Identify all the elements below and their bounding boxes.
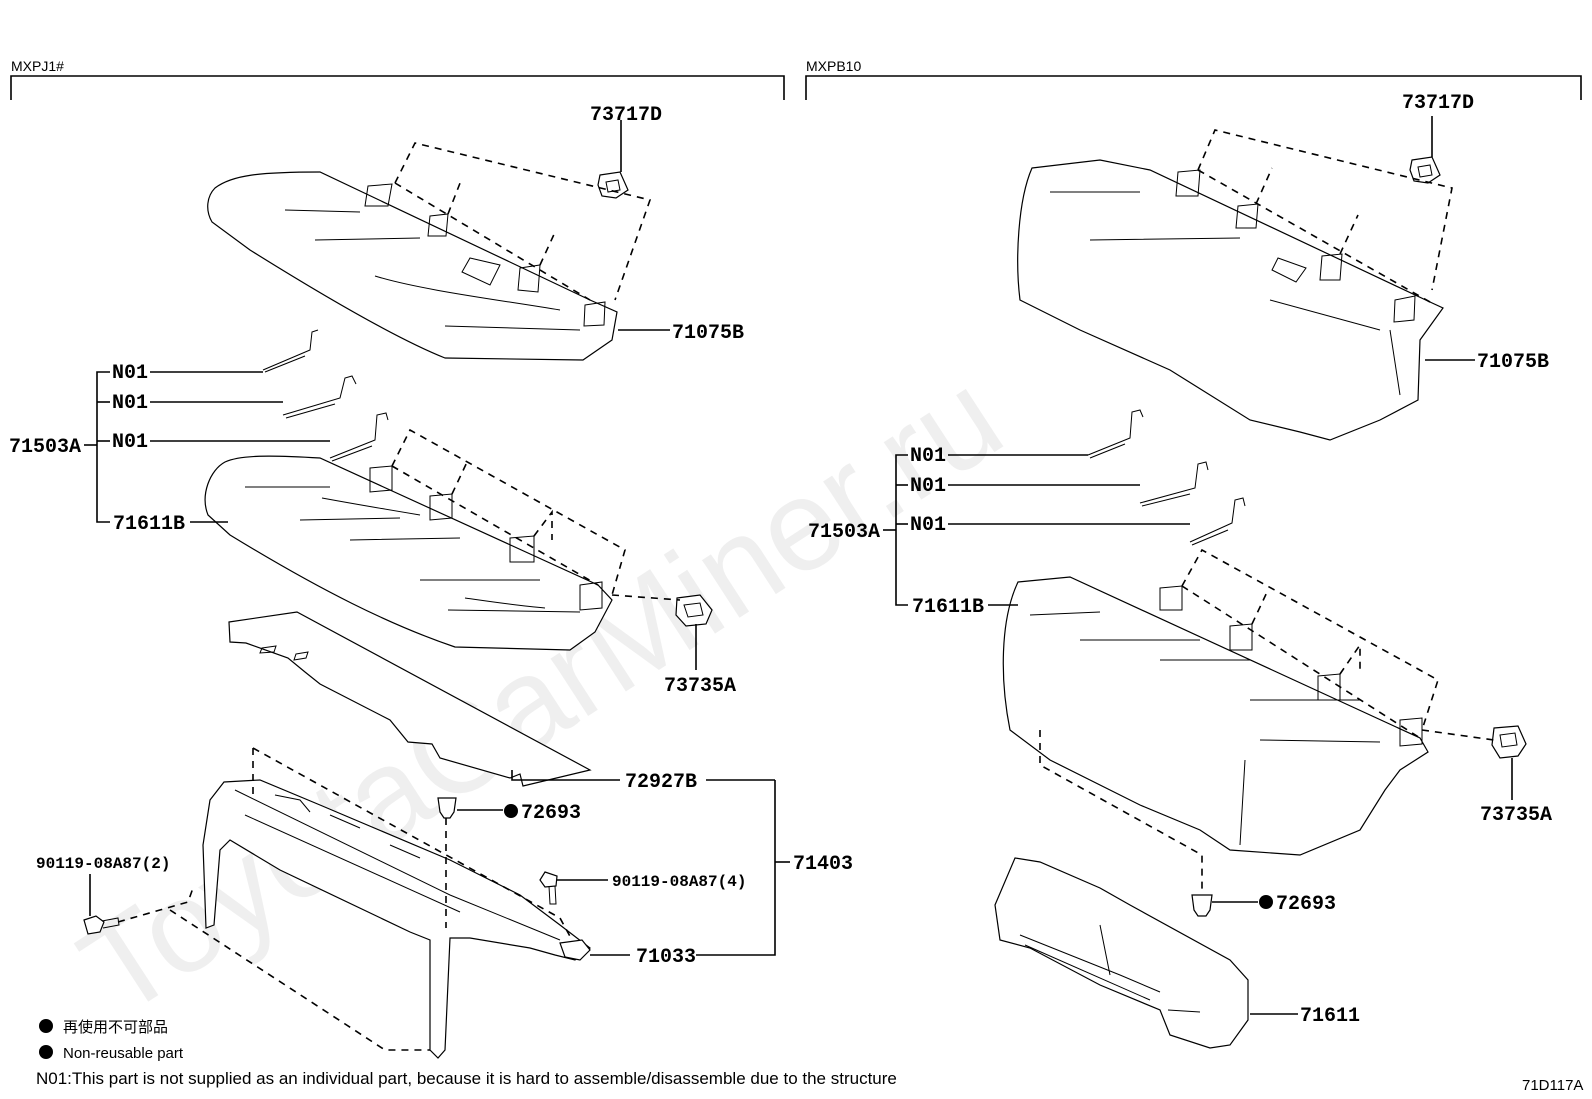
footnote: N01:This part is not supplied as an indi… <box>36 1069 897 1088</box>
label-n01-c-right: N01 <box>910 514 946 537</box>
label-n01-b-left: N01 <box>112 392 148 415</box>
legend-text-jp: 再使用不可部品 <box>63 1019 168 1036</box>
non-reusable-mark-72693-right <box>1259 895 1273 909</box>
wire-n01-a-right <box>1087 409 1144 459</box>
leaders-left <box>84 120 790 956</box>
clip-72693-left <box>437 797 457 819</box>
label-73717D-left: 73717D <box>590 104 662 127</box>
label-72927B-left: 72927B <box>625 771 697 794</box>
hook-73717D-left <box>597 171 629 199</box>
seat-back-cover-right <box>1017 159 1444 441</box>
wire-n01-b-left <box>282 375 357 419</box>
label-90119-2-left: 90119-08A87(2) <box>36 855 170 873</box>
label-72693-right: 72693 <box>1276 893 1336 916</box>
label-71403-left: 71403 <box>793 853 853 876</box>
seat-cushion-pad-right <box>1002 576 1429 856</box>
clip-72693-right <box>1191 894 1213 917</box>
label-71075B-right: 71075B <box>1477 351 1549 374</box>
section-label-right: MXPB10 <box>806 58 861 74</box>
section-label-left: MXPJ1# <box>11 58 64 74</box>
section-bracket-left: MXPJ1# <box>10 58 785 100</box>
label-90119-4-left: 90119-08A87(4) <box>612 873 746 891</box>
label-71611-right: 71611 <box>1300 1005 1360 1028</box>
section-bracket-right: MXPB10 <box>805 58 1582 100</box>
label-n01-b-right: N01 <box>910 475 946 498</box>
bolt-90119-4-left <box>539 871 558 905</box>
seat-back-cover-left <box>207 171 618 361</box>
label-71611B-right: 71611B <box>912 596 984 619</box>
wire-n01-c-left <box>329 412 389 462</box>
label-73717D-right: 73717D <box>1402 92 1474 115</box>
label-73735A-left: 73735A <box>664 675 736 698</box>
label-71611B-left: 71611B <box>113 513 185 536</box>
legend-bullet-en <box>39 1045 53 1059</box>
hook-73735A-left <box>675 594 713 627</box>
non-reusable-mark-72693-left <box>504 804 518 818</box>
leaders-right <box>883 116 1513 1015</box>
dashed-guides-right <box>1039 129 1495 895</box>
legend-bullet-jp <box>39 1019 53 1033</box>
label-71033-left: 71033 <box>636 946 696 969</box>
legend: 再使用不可部品 Non-reusable part <box>39 1019 184 1062</box>
label-n01-c-left: N01 <box>112 431 148 454</box>
seat-frame-pad-right <box>994 857 1249 1049</box>
label-71503A-left: 71503A <box>9 436 81 459</box>
dashed-guides-left <box>117 142 681 1051</box>
label-71503A-right: 71503A <box>808 521 880 544</box>
wire-n01-a-left <box>262 329 319 373</box>
hook-73735A-right <box>1491 725 1527 759</box>
bracket-71033-left <box>559 939 591 961</box>
seat-cushion-pad-left <box>204 455 613 651</box>
legend-text-en: Non-reusable part <box>63 1045 184 1062</box>
wire-n01-b-right <box>1139 461 1209 507</box>
label-71075B-left: 71075B <box>672 322 744 345</box>
wire-n01-c-right <box>1189 497 1246 546</box>
diagram-code: 71D117A <box>1522 1077 1583 1094</box>
label-72693-left: 72693 <box>521 802 581 825</box>
label-n01-a-left: N01 <box>112 362 148 385</box>
label-73735A-right: 73735A <box>1480 804 1552 827</box>
label-n01-a-right: N01 <box>910 445 946 468</box>
shield-plate-left <box>228 611 592 787</box>
